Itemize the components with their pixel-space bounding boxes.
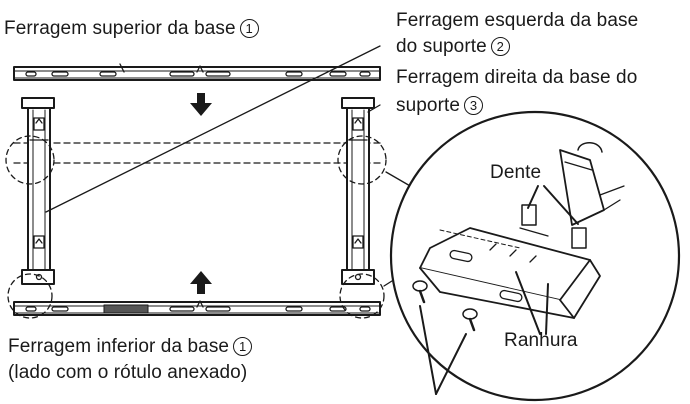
label-right-bracket-line1: Ferragem direita da base do bbox=[396, 67, 638, 88]
top-base-bracket bbox=[13, 65, 381, 81]
callout-number: 1 bbox=[233, 337, 253, 356]
screw-icon bbox=[462, 308, 478, 332]
label-bottom-bracket-line2: (lado com o rótulo anexado) bbox=[8, 362, 248, 383]
alignment-guides bbox=[13, 142, 381, 164]
label-slot: Ranhura bbox=[504, 330, 578, 351]
label-left-bracket-line2: do suporte bbox=[396, 36, 487, 57]
label-right-bracket-line2: suporte bbox=[396, 95, 461, 116]
highlight-circles bbox=[5, 135, 387, 319]
label-left-bracket-line1: Ferragem esquerda da base bbox=[396, 10, 639, 31]
label-top-bracket-text: Ferragem superior da base bbox=[4, 18, 236, 39]
callout-number: 2 bbox=[490, 37, 510, 56]
detail-magnifier bbox=[389, 110, 681, 402]
bottom-base-bracket bbox=[13, 300, 381, 316]
label-tooth: Dente bbox=[490, 162, 542, 183]
left-stand-bracket bbox=[21, 97, 55, 285]
callout-number: 1 bbox=[239, 19, 259, 38]
right-stand-bracket bbox=[341, 97, 375, 285]
screw-icon bbox=[412, 280, 428, 304]
attached-label bbox=[103, 304, 149, 314]
callout-number: 3 bbox=[464, 96, 484, 115]
label-bottom-bracket-line1: Ferragem inferior da base bbox=[8, 336, 230, 357]
arrow-up-icon bbox=[190, 271, 212, 294]
arrow-down-icon bbox=[190, 93, 212, 116]
